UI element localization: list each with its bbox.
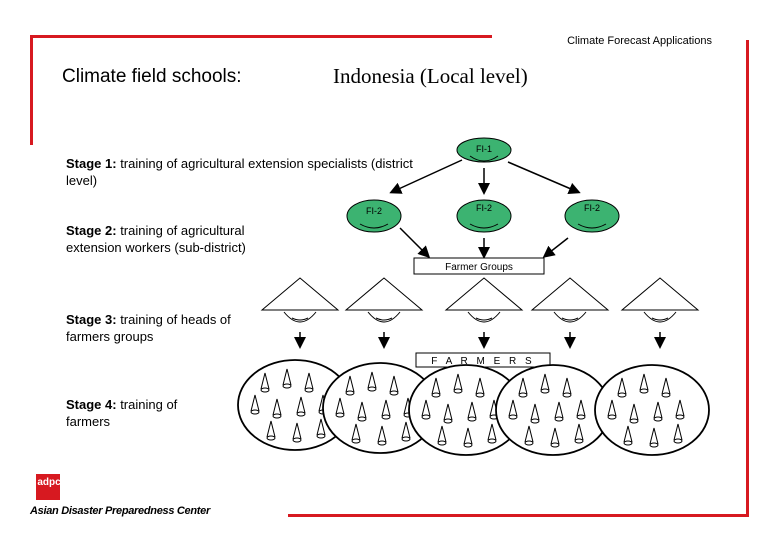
farmer-group-4 bbox=[495, 364, 611, 456]
page-title: Climate field schools: bbox=[62, 66, 242, 87]
trainer-fi2-left: FI-2 bbox=[346, 199, 402, 233]
group-head-3 bbox=[444, 277, 524, 349]
header-text: Climate Forecast Applications bbox=[567, 35, 712, 47]
stage-2-label: Stage 2: bbox=[66, 223, 117, 238]
stage-3-label: Stage 3: bbox=[66, 312, 117, 327]
stage-1-label: Stage 1: bbox=[66, 156, 117, 171]
farmer-group-5 bbox=[594, 364, 710, 456]
arrow-left-to-groups bbox=[399, 227, 431, 259]
stage-2-desc: training of agricultural extension worke… bbox=[66, 223, 246, 255]
stage-3-text: Stage 3: training of heads of farmers gr… bbox=[66, 311, 266, 345]
adpc-logo-name: Asian Disaster Preparedness Center bbox=[30, 505, 210, 517]
trainer-fi1: FI-1 bbox=[456, 137, 512, 163]
stage-2-text: Stage 2: training of agricultural extens… bbox=[66, 222, 296, 256]
farmers-label: F A R M E R S bbox=[431, 356, 534, 367]
arrow-right-to-groups bbox=[542, 237, 569, 258]
trainer-fi2-left-label: FI-2 bbox=[366, 206, 382, 216]
frame-bottom-line bbox=[288, 514, 749, 517]
arrow-fi1-left bbox=[389, 159, 463, 194]
frame-right-line bbox=[746, 40, 749, 516]
group-head-1 bbox=[260, 277, 340, 349]
trainer-fi2-right-label: FI-2 bbox=[584, 203, 600, 213]
trainer-fi1-label: FI-1 bbox=[476, 144, 492, 154]
farmer-groups-label: Farmer Groups bbox=[445, 262, 513, 273]
stage-4-text: Stage 4: training of farmers bbox=[66, 396, 216, 430]
stage-4-desc: training of farmers bbox=[66, 397, 178, 429]
frame-left-line bbox=[30, 35, 33, 145]
farmer-group-3 bbox=[408, 364, 524, 456]
trainer-fi2-center: FI-2 bbox=[456, 199, 512, 233]
stage-4-label: Stage 4: bbox=[66, 397, 117, 412]
group-head-5 bbox=[620, 277, 700, 349]
adpc-logo-box bbox=[36, 474, 60, 500]
trainer-fi2-right: FI-2 bbox=[564, 199, 620, 233]
page-subtitle: Indonesia (Local level) bbox=[333, 64, 528, 88]
stage-1-text: Stage 1: training of agricultural extens… bbox=[66, 155, 436, 189]
farmer-group-2 bbox=[322, 362, 438, 454]
adpc-logo-mark: adpc bbox=[37, 477, 61, 488]
arrow-fi1-right bbox=[507, 161, 581, 194]
group-head-4 bbox=[530, 277, 610, 349]
stage-3-desc: training of heads of farmers groups bbox=[66, 312, 231, 344]
trainer-fi2-center-label: FI-2 bbox=[476, 203, 492, 213]
frame-top-line bbox=[30, 35, 492, 38]
farmer-groups-box bbox=[413, 257, 545, 275]
group-head-2 bbox=[344, 277, 424, 349]
stage-1-desc: training of agricultural extension speci… bbox=[66, 156, 413, 188]
